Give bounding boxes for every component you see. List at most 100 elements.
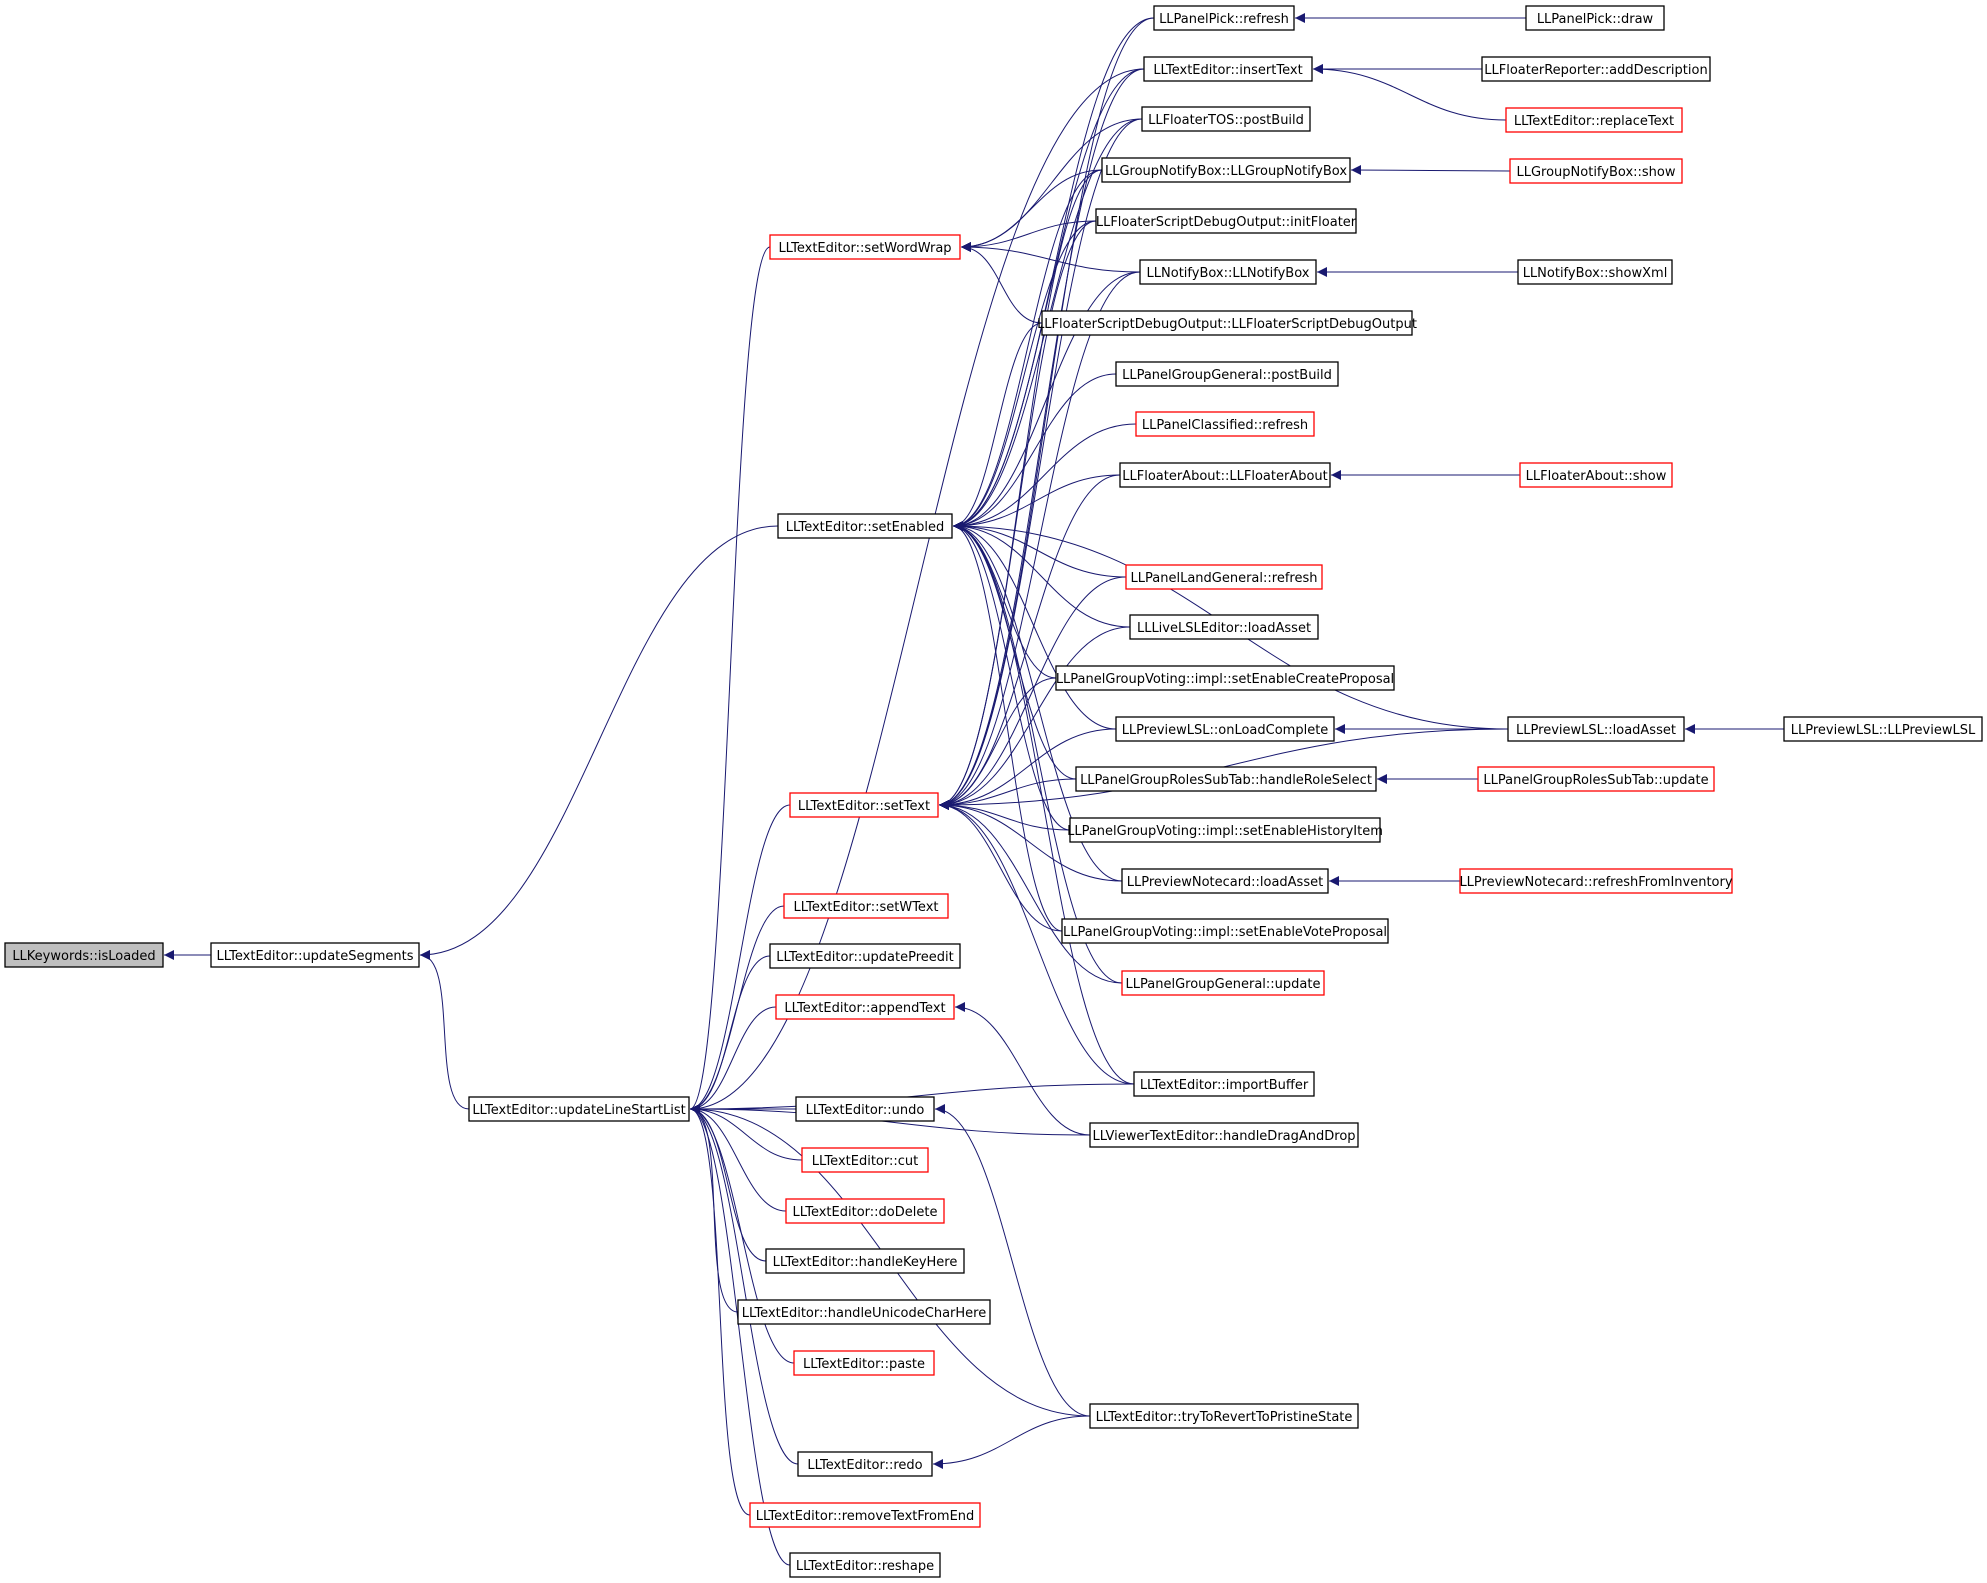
graph-node[interactable]: LLTextEditor::replaceText	[1505, 107, 1683, 133]
graph-node-box[interactable]	[1129, 614, 1319, 640]
graph-node-box[interactable]	[1115, 716, 1335, 742]
graph-node-box[interactable]	[1519, 462, 1673, 488]
graph-node[interactable]: LLPanelPick::refresh	[1153, 5, 1295, 31]
graph-node[interactable]: LLTextEditor::tryToRevertToPristineState	[1089, 1403, 1359, 1429]
graph-node-box[interactable]	[1115, 361, 1339, 387]
graph-node[interactable]: LLPanelGroupVoting::impl::setEnableVoteP…	[1061, 918, 1389, 944]
graph-node[interactable]: LLTextEditor::paste	[793, 1350, 935, 1376]
graph-node[interactable]: LLTextEditor::reshape	[789, 1552, 941, 1578]
graph-node[interactable]: LLFloaterReporter::addDescription	[1481, 56, 1711, 82]
graph-node[interactable]: LLPanelGroupVoting::impl::setEnableCreat…	[1055, 665, 1395, 691]
graph-node[interactable]: LLPanelGroupGeneral::postBuild	[1115, 361, 1339, 387]
graph-node-box[interactable]	[737, 1299, 991, 1325]
graph-node[interactable]: LLTextEditor::updatePreedit	[769, 943, 961, 969]
graph-node-box[interactable]	[749, 1502, 981, 1528]
graph-node[interactable]: LLNotifyBox::showXml	[1517, 259, 1673, 285]
graph-node[interactable]: LLTextEditor::undo	[795, 1096, 935, 1122]
graph-node[interactable]: LLTextEditor::removeTextFromEnd	[749, 1502, 981, 1528]
graph-node[interactable]: LLPreviewNotecard::refreshFromInventory	[1459, 868, 1733, 894]
graph-node-box[interactable]	[1481, 56, 1711, 82]
graph-node[interactable]: LLTextEditor::insertText	[1143, 56, 1313, 82]
graph-node-box[interactable]	[1141, 106, 1311, 132]
graph-node[interactable]: LLNotifyBox::LLNotifyBox	[1139, 259, 1317, 285]
graph-node[interactable]: LLPanelClassified::refresh	[1135, 411, 1315, 437]
graph-node-box[interactable]	[1507, 716, 1685, 742]
graph-node[interactable]: LLTextEditor::setEnabled	[777, 513, 953, 539]
graph-node[interactable]: LLGroupNotifyBox::show	[1509, 158, 1683, 184]
graph-node[interactable]: LLPanelGroupRolesSubTab::update	[1477, 766, 1715, 792]
graph-node[interactable]: LLTextEditor::updateLineStartList	[468, 1096, 690, 1122]
graph-node[interactable]: LLTextEditor::updateSegments	[210, 942, 420, 968]
graph-node-box[interactable]	[1069, 817, 1381, 843]
graph-node[interactable]: LLPreviewNotecard::loadAsset	[1121, 868, 1329, 894]
graph-node[interactable]: LLFloaterAbout::LLFloaterAbout	[1119, 462, 1331, 488]
graph-node-box[interactable]	[1509, 158, 1683, 184]
graph-node-box[interactable]	[1095, 208, 1357, 234]
graph-node-box[interactable]	[468, 1096, 690, 1122]
graph-node-box[interactable]	[769, 234, 961, 260]
graph-node-box[interactable]	[797, 1451, 933, 1477]
graph-node-box[interactable]	[795, 1096, 935, 1122]
graph-node-box[interactable]	[1135, 411, 1315, 437]
graph-node-box[interactable]	[1041, 310, 1413, 336]
graph-node-box[interactable]	[775, 994, 955, 1020]
graph-node-box[interactable]	[1101, 157, 1351, 183]
graph-node[interactable]: LLPanelLandGeneral::refresh	[1125, 564, 1323, 590]
graph-node[interactable]: LLPreviewLSL::onLoadComplete	[1115, 716, 1335, 742]
graph-node[interactable]: LLPanelGroupRolesSubTab::handleRoleSelec…	[1075, 766, 1377, 792]
graph-node-box[interactable]	[1143, 56, 1313, 82]
graph-node[interactable]: LLLiveLSLEditor::loadAsset	[1129, 614, 1319, 640]
graph-node[interactable]: LLViewerTextEditor::handleDragAndDrop	[1089, 1122, 1359, 1148]
graph-node-box[interactable]	[1119, 462, 1331, 488]
graph-node[interactable]: LLPanelGroupGeneral::update	[1121, 970, 1325, 996]
graph-node[interactable]: LLPanelGroupVoting::impl::setEnableHisto…	[1067, 817, 1383, 843]
graph-node-box[interactable]	[789, 792, 939, 818]
graph-node[interactable]: LLTextEditor::doDelete	[785, 1198, 945, 1224]
graph-node-box[interactable]	[1525, 5, 1665, 31]
graph-node-box[interactable]	[801, 1147, 929, 1173]
graph-node-box[interactable]	[1121, 868, 1329, 894]
graph-node[interactable]: LLPreviewLSL::loadAsset	[1507, 716, 1685, 742]
graph-node-box[interactable]	[785, 1198, 945, 1224]
graph-node-box[interactable]	[1061, 918, 1389, 944]
graph-node[interactable]: LLFloaterAbout::show	[1519, 462, 1673, 488]
graph-node-box[interactable]	[1125, 564, 1323, 590]
graph-node[interactable]: LLKeywords::isLoaded	[4, 942, 164, 968]
graph-node-box[interactable]	[1505, 107, 1683, 133]
graph-node-box[interactable]	[210, 942, 420, 968]
graph-node[interactable]: LLGroupNotifyBox::LLGroupNotifyBox	[1101, 157, 1351, 183]
graph-node-box[interactable]	[769, 943, 961, 969]
graph-node[interactable]: LLTextEditor::redo	[797, 1451, 933, 1477]
graph-node[interactable]: LLFloaterScriptDebugOutput::LLFloaterScr…	[1037, 310, 1417, 336]
graph-node-box[interactable]	[765, 1248, 965, 1274]
graph-node-box[interactable]	[793, 1350, 935, 1376]
graph-node-box[interactable]	[1121, 970, 1325, 996]
graph-node[interactable]: LLTextEditor::handleUnicodeCharHere	[737, 1299, 991, 1325]
graph-node-box[interactable]	[1089, 1403, 1359, 1429]
graph-node[interactable]: LLTextEditor::setWordWrap	[769, 234, 961, 260]
graph-node-box[interactable]	[777, 513, 953, 539]
graph-node[interactable]: LLTextEditor::setText	[789, 792, 939, 818]
graph-node-box[interactable]	[1139, 259, 1317, 285]
graph-node[interactable]: LLTextEditor::handleKeyHere	[765, 1248, 965, 1274]
graph-node-box[interactable]	[789, 1552, 941, 1578]
graph-node-box[interactable]	[1153, 5, 1295, 31]
graph-node-box[interactable]	[1075, 766, 1377, 792]
graph-node-box[interactable]	[1459, 868, 1733, 894]
graph-node[interactable]: LLPanelPick::draw	[1525, 5, 1665, 31]
graph-node[interactable]: LLFloaterScriptDebugOutput::initFloater	[1095, 208, 1357, 234]
graph-node[interactable]: LLTextEditor::importBuffer	[1133, 1071, 1315, 1097]
graph-node[interactable]: LLTextEditor::appendText	[775, 994, 955, 1020]
graph-node-box[interactable]	[1517, 259, 1673, 285]
graph-node[interactable]: LLTextEditor::cut	[801, 1147, 929, 1173]
graph-node-box[interactable]	[1089, 1122, 1359, 1148]
graph-node-box[interactable]	[1055, 665, 1395, 691]
graph-node-box[interactable]	[4, 942, 164, 968]
graph-node[interactable]: LLTextEditor::setWText	[783, 893, 949, 919]
graph-node-box[interactable]	[1783, 716, 1983, 742]
graph-node-box[interactable]	[1477, 766, 1715, 792]
graph-node-box[interactable]	[783, 893, 949, 919]
graph-node[interactable]: LLFloaterTOS::postBuild	[1141, 106, 1311, 132]
graph-node-box[interactable]	[1133, 1071, 1315, 1097]
graph-node[interactable]: LLPreviewLSL::LLPreviewLSL	[1783, 716, 1983, 742]
